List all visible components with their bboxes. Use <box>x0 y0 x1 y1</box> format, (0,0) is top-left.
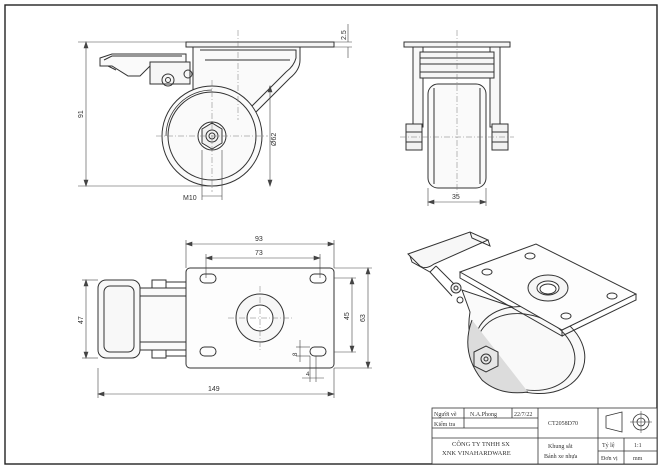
side-view <box>400 30 514 196</box>
top-view <box>97 267 335 369</box>
tb-material-line2: Bánh xe nhựa <box>544 454 578 460</box>
dim-diameter-62: Ø62 <box>271 133 278 146</box>
iso-axle-nut <box>473 345 499 373</box>
title-block <box>431 407 658 465</box>
top-slot-br <box>309 346 327 357</box>
front-view <box>99 30 335 192</box>
tb-company-line2: XNK VINAHARDWARE <box>442 450 511 457</box>
top-slot-tl <box>199 273 217 284</box>
iso-brake-pin <box>450 282 462 294</box>
iso-plate-hole-2 <box>524 252 536 260</box>
tb-company-line1: CÔNG TY TNHH SX <box>452 440 510 448</box>
tb-unit-label: Đơn vị <box>601 456 618 462</box>
dim-total-length-149: 149 <box>208 386 220 393</box>
dim-slot-length-8: 8 <box>293 352 299 356</box>
tb-unit-value: mm <box>633 456 643 462</box>
iso-center-hole <box>536 280 560 296</box>
dim-side-height-47: 47 <box>78 316 85 324</box>
top-brake-arm <box>139 287 187 351</box>
top-view-dimensions <box>82 240 372 398</box>
sheet-border <box>4 4 658 465</box>
tb-drawn-by-label: Người vẽ <box>434 412 457 418</box>
dim-slot-width-4: 4 <box>306 372 310 378</box>
side-view-dimensions <box>427 188 487 206</box>
dim-hole-spacing-73: 73 <box>255 250 263 257</box>
front-view-dimensions <box>78 24 352 200</box>
front-brake-pin <box>161 73 175 87</box>
dim-thread-m10: M10 <box>183 195 197 202</box>
iso-plate-hole-3 <box>606 292 618 300</box>
front-brake-block <box>149 61 191 85</box>
front-top-plate <box>185 41 335 48</box>
iso-brake-pedal <box>407 231 490 269</box>
tb-scale-value: 1:1 <box>634 443 642 449</box>
iso-plate-hole-1 <box>481 268 493 276</box>
dim-plate-width-93: 93 <box>255 236 263 243</box>
top-slot-bl <box>199 346 217 357</box>
iso-plate-hole-4 <box>560 312 572 320</box>
dim-width-35: 35 <box>452 194 460 201</box>
tb-date: 22/7/22 <box>514 412 532 418</box>
tb-part-code: CT2058D70 <box>548 421 578 427</box>
front-fork-inner <box>200 49 297 113</box>
dim-height-91: 91 <box>78 110 85 118</box>
tb-drawn-by-value: N.A.Phong <box>470 412 497 418</box>
dim-plate-height-63: 63 <box>360 314 367 322</box>
top-slot-tr <box>309 273 327 284</box>
tb-material-line1: Khung sắt <box>548 443 573 450</box>
dim-hole-spacing-45: 45 <box>344 312 351 320</box>
projection-symbol-truncated-cone <box>605 411 623 433</box>
isometric-view <box>407 231 638 395</box>
front-brake-pedal <box>99 53 187 77</box>
tb-scale-label: Tỷ lệ <box>602 443 615 449</box>
dim-thickness-2-5: 2.5 <box>341 30 348 40</box>
tb-checked-label: Kiểm tra <box>434 421 455 428</box>
